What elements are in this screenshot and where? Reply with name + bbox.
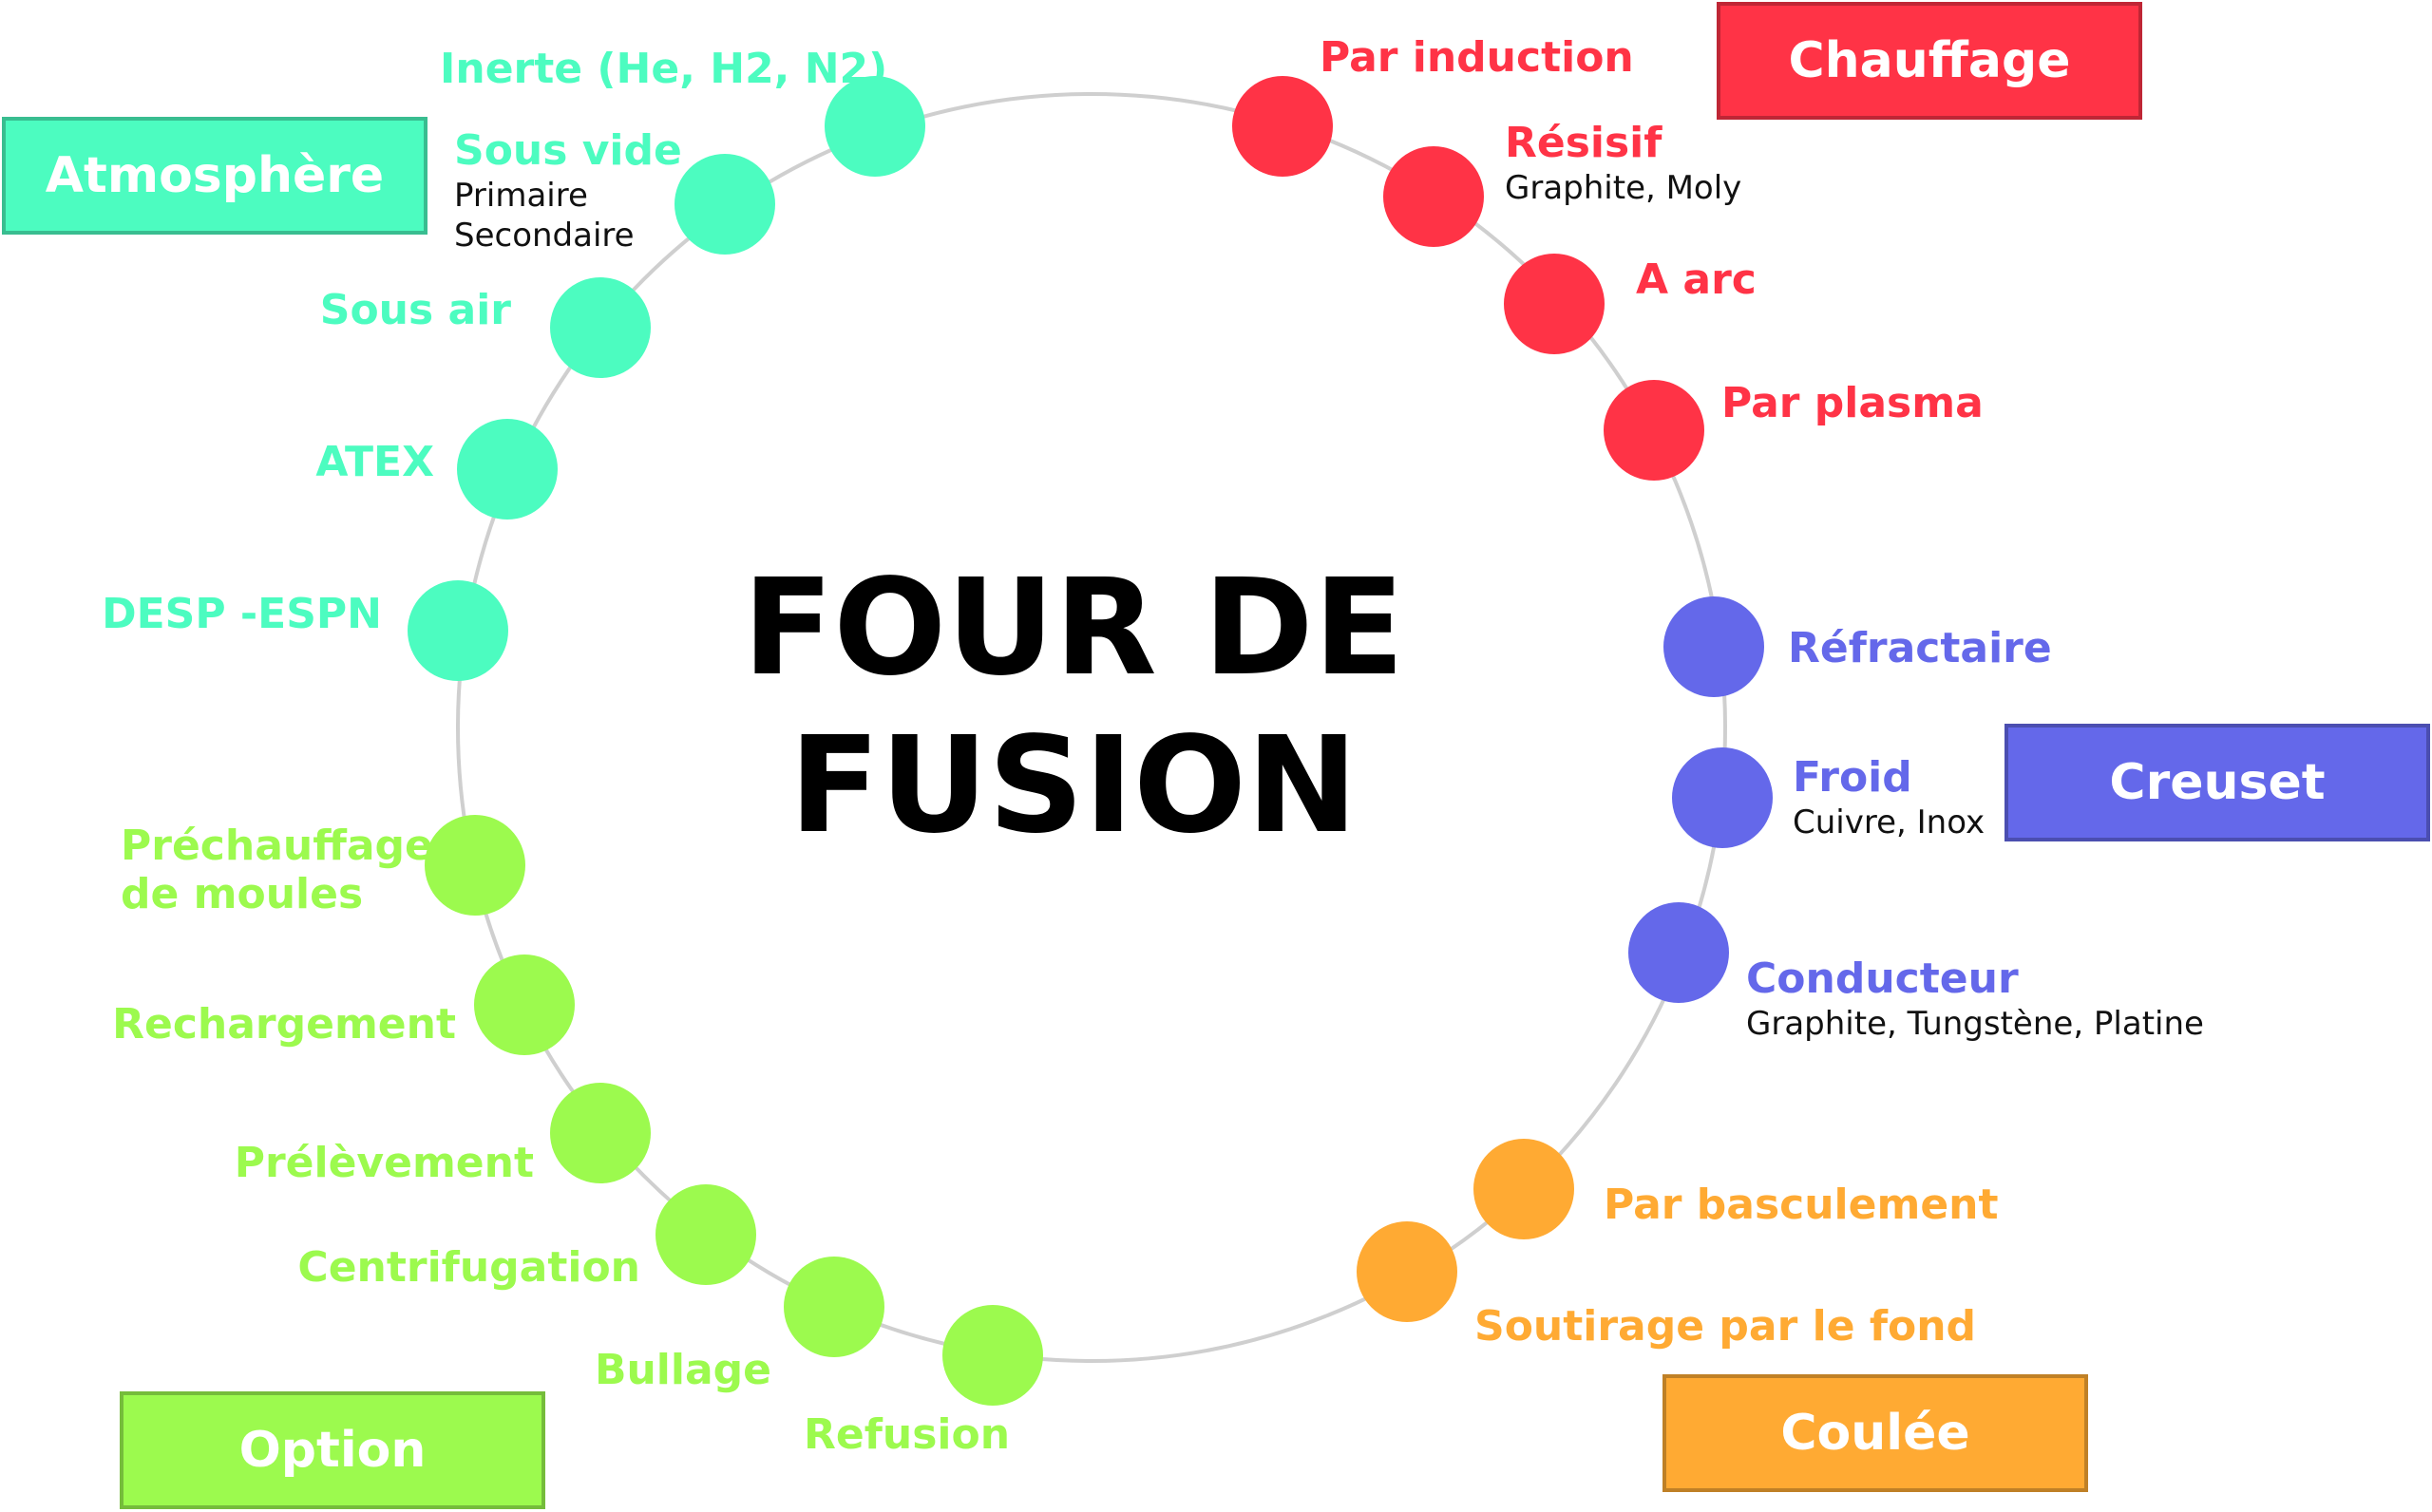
category-creuset: Creuset (2004, 724, 2430, 841)
category-chauffage: Chauffage (1717, 2, 2142, 120)
label-prechauffage-text-2: de moules (121, 869, 364, 918)
label-inerte: Inerte (He, H2, N2) (440, 45, 888, 94)
dot-resisif (1383, 146, 1484, 247)
label-par-basculement: Par basculement (1604, 1181, 1999, 1230)
label-resisif-sub-1: Graphite, Moly (1505, 168, 1742, 207)
label-prechauffage-text: Préchauffage (121, 822, 433, 870)
label-prelevement: Prélèvement (234, 1139, 534, 1188)
label-sous-vide-sub-1: Primaire (454, 176, 588, 215)
dot-centrifugation (656, 1184, 756, 1285)
label-prechauffage: Préchauffage de moules (121, 822, 433, 918)
label-desp-text: DESP -ESPN (102, 590, 382, 638)
label-conducteur-sub-1: Graphite, Tungstène, Platine (1746, 1004, 2204, 1043)
category-atmosphere: Atmosphère (2, 117, 428, 235)
label-par-induction: Par induction (1320, 33, 1634, 83)
dot-inerte (825, 76, 925, 177)
label-rechargement: Rechargement (112, 1000, 456, 1049)
label-centrifugation-text: Centrifugation (297, 1243, 640, 1292)
label-sous-vide-sub-2: Secondaire (454, 217, 635, 255)
dot-par-induction (1232, 76, 1333, 177)
label-refusion: Refusion (804, 1410, 1011, 1460)
category-coulee-label: Coulée (1780, 1405, 1970, 1462)
dot-rechargement (474, 954, 575, 1055)
label-atex-text: ATEX (315, 438, 434, 486)
label-froid-text: Froid (1793, 753, 1912, 802)
dot-desp (408, 580, 508, 681)
label-refractaire: Réfractaire (1788, 624, 2052, 673)
label-sous-vide: Sous vide Primaire Secondaire (454, 126, 682, 256)
label-atex: ATEX (315, 438, 434, 487)
label-a-arc-text: A arc (1636, 255, 1757, 304)
label-par-plasma: Par plasma (1721, 379, 1984, 428)
label-froid: Froid Cuivre, Inox (1793, 753, 1986, 842)
category-coulee: Coulée (1662, 1374, 2088, 1492)
label-conducteur: Conducteur Graphite, Tungstène, Platine (1746, 954, 2204, 1044)
label-bullage-text: Bullage (594, 1346, 771, 1394)
dot-atex (457, 419, 558, 520)
ring-circle (456, 92, 1727, 1363)
dot-prechauffage (425, 815, 525, 916)
dot-prelevement (550, 1083, 651, 1183)
title-line-2: FUSION (788, 709, 1358, 863)
dot-sous-air (550, 277, 651, 378)
label-soutirage: Soutirage par le fond (1474, 1302, 1977, 1351)
label-resisif: Résisif Graphite, Moly (1505, 119, 1742, 208)
label-rechargement-text: Rechargement (112, 1000, 456, 1049)
label-bullage: Bullage (594, 1346, 771, 1395)
label-par-induction-text: Par induction (1320, 33, 1634, 82)
category-creuset-label: Creuset (2109, 754, 2326, 811)
dot-refractaire (1663, 596, 1764, 697)
category-option: Option (120, 1391, 545, 1509)
label-froid-sub-1: Cuivre, Inox (1793, 803, 1986, 841)
dot-a-arc (1504, 254, 1605, 354)
dot-conducteur (1628, 902, 1729, 1003)
dots-group (408, 76, 1773, 1406)
dot-par-plasma (1604, 380, 1704, 481)
label-sous-air-text: Sous air (319, 286, 511, 334)
dot-froid (1672, 747, 1773, 848)
dot-bullage (784, 1257, 884, 1357)
label-a-arc: A arc (1636, 255, 1757, 305)
label-conducteur-text: Conducteur (1746, 954, 2019, 1003)
label-sous-vide-text: Sous vide (454, 126, 682, 175)
label-prelevement-text: Prélèvement (234, 1139, 534, 1187)
dot-refusion (942, 1305, 1043, 1406)
dot-sous-vide (674, 154, 775, 255)
label-par-basculement-text: Par basculement (1604, 1181, 1999, 1229)
label-par-plasma-text: Par plasma (1721, 379, 1984, 427)
dot-par-basculement (1473, 1139, 1574, 1239)
label-centrifugation: Centrifugation (297, 1243, 640, 1293)
label-desp: DESP -ESPN (102, 590, 382, 639)
category-atmosphere-label: Atmosphère (45, 147, 385, 204)
label-refusion-text: Refusion (804, 1410, 1011, 1459)
dot-soutirage (1357, 1221, 1457, 1322)
label-resisif-text: Résisif (1505, 119, 1662, 167)
label-soutirage-text: Soutirage par le fond (1474, 1302, 1977, 1351)
category-chauffage-label: Chauffage (1788, 32, 2071, 89)
label-sous-air: Sous air (319, 286, 511, 335)
label-inerte-text: Inerte (He, H2, N2) (440, 45, 888, 93)
title-line-1: FOUR DE (742, 551, 1405, 706)
category-option-label: Option (238, 1422, 427, 1479)
label-refractaire-text: Réfractaire (1788, 624, 2052, 672)
